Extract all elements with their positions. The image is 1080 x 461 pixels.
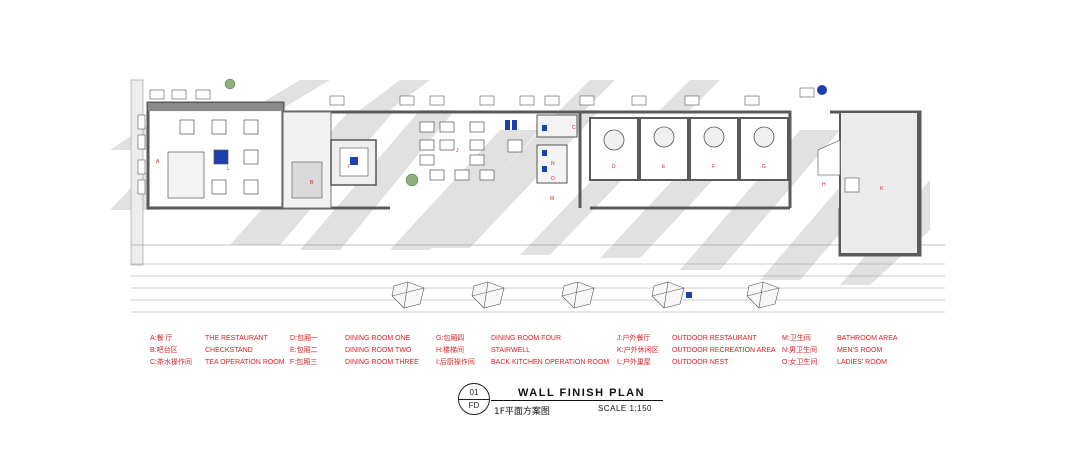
room-tag: G xyxy=(762,164,766,170)
room-tag: M xyxy=(550,196,554,202)
legend-code: H:楼梯间 xyxy=(436,347,464,354)
drawing-subtitle: 1F平面方案图 xyxy=(494,407,550,417)
legend-name: OUTDOOR RESTAURANT xyxy=(672,335,757,342)
drawing-scale: SCALE 1:150 xyxy=(598,404,652,413)
drawing-title: WALL FINISH PLAN xyxy=(518,387,646,399)
right-wing xyxy=(817,111,919,255)
legend-code: J:户外餐厅 xyxy=(617,335,651,342)
legend-col-2: D:包厢一 DINING ROOM ONE E:包厢二 DINING ROOM TW… xyxy=(290,334,419,370)
legend-name: DINING ROOM TWO xyxy=(345,347,412,354)
legend-code: I:后厨操作间 xyxy=(436,359,475,366)
legend-name: TEA OPERATION ROOM xyxy=(205,359,285,366)
drawing-number-divider xyxy=(459,399,489,400)
left-dining-frame xyxy=(148,103,283,111)
room-tag: O xyxy=(551,176,555,182)
legend-code: F:包厢三 xyxy=(290,359,318,366)
room-tag: E xyxy=(662,164,666,170)
legend-code: L:户外巢屋 xyxy=(617,359,651,366)
legend-code: N:男卫生间 xyxy=(782,347,817,354)
legend-name: DINING ROOM THREE xyxy=(345,359,419,366)
room-tag: H xyxy=(822,182,826,188)
legend-name: BATHROOM AREA xyxy=(837,335,898,342)
room-tag: C xyxy=(572,125,576,131)
legend-name: DINING ROOM FOUR xyxy=(491,335,561,342)
legend-code: D:包厢一 xyxy=(290,335,318,342)
drawing-number-top: 01 xyxy=(469,388,479,397)
left-dining-tables xyxy=(167,119,259,199)
private-rooms xyxy=(589,117,789,181)
plants xyxy=(224,78,419,187)
legend-name: STAIRWELL xyxy=(491,347,531,354)
legend-col-4: J:户外餐厅 OUTDOOR RESTAURANT K:户外休闲区 OUTDOOR … xyxy=(617,334,776,370)
legend-name: CHECKSTAND xyxy=(205,347,253,354)
legend-code: K:户外休闲区 xyxy=(617,347,659,354)
legend-code: G:包厢四 xyxy=(436,335,465,342)
legend-code: M:卫生间 xyxy=(782,335,811,342)
blue-umbrella xyxy=(817,85,827,95)
outdoor-top-tables xyxy=(149,87,815,106)
title-block: 01 FD WALL FINISH PLAN 1F平面方案图 SCALE 1:1… xyxy=(458,383,678,419)
legend-col-3: G:包厢四 DINING ROOM FOUR H:楼梯间 STAIRWELL I:后… xyxy=(436,334,609,370)
room-tag: I xyxy=(348,164,349,170)
legend-code: O:女卫生间 xyxy=(782,359,818,366)
room-tag: F xyxy=(712,164,715,170)
legend-name: THE RESTAURANT xyxy=(205,335,268,342)
room-tag: K xyxy=(880,186,884,192)
legend-name: OUTDOOR RECREATION AREA xyxy=(672,347,776,354)
room-tag: D xyxy=(612,164,616,170)
legend-col-5: M:卫生间 BATHROOM AREA N:男卫生间 MEN'S ROOM O:女卫… xyxy=(782,334,898,370)
legend-name: DINING ROOM ONE xyxy=(345,335,411,342)
room-tag: J xyxy=(456,148,459,154)
room-tag: L xyxy=(227,166,230,172)
main-hall-tables xyxy=(419,121,523,181)
legend-code: A:餐 厅 xyxy=(150,335,173,342)
drawing-number-bottom: FD xyxy=(468,401,480,410)
legend-code: B:吧台区 xyxy=(150,347,178,354)
outdoor-nests xyxy=(391,281,780,309)
legend-name: BACK KITCHEN OPERATION ROOM xyxy=(491,359,610,366)
room-tag: A xyxy=(156,159,160,165)
bathroom-block xyxy=(505,114,578,184)
legend-code: E:包厢二 xyxy=(290,347,318,354)
stair-core xyxy=(282,111,377,209)
round-tables xyxy=(603,126,775,151)
terrace-deck xyxy=(131,263,945,313)
room-tag: B xyxy=(310,180,314,186)
nest-blue-seat xyxy=(686,292,692,298)
room-tag: N xyxy=(551,161,555,167)
legend-name: LADIES' ROOM xyxy=(837,359,887,366)
legend-col-1: A:餐 厅 THE RESTAURANT B:吧台区 CHECKSTAND C:茶水… xyxy=(150,334,285,370)
legend-name: OUTDOOR NEST xyxy=(672,359,729,366)
legend-code: C:茶水操作间 xyxy=(150,359,192,366)
room-tags: A B C D E F G H I J K L M N O xyxy=(156,125,884,202)
left-chairs xyxy=(137,114,146,195)
drawing-number-circle: 01 FD xyxy=(458,383,490,415)
title-underline xyxy=(491,400,663,401)
legend-name: MEN'S ROOM xyxy=(837,347,883,354)
